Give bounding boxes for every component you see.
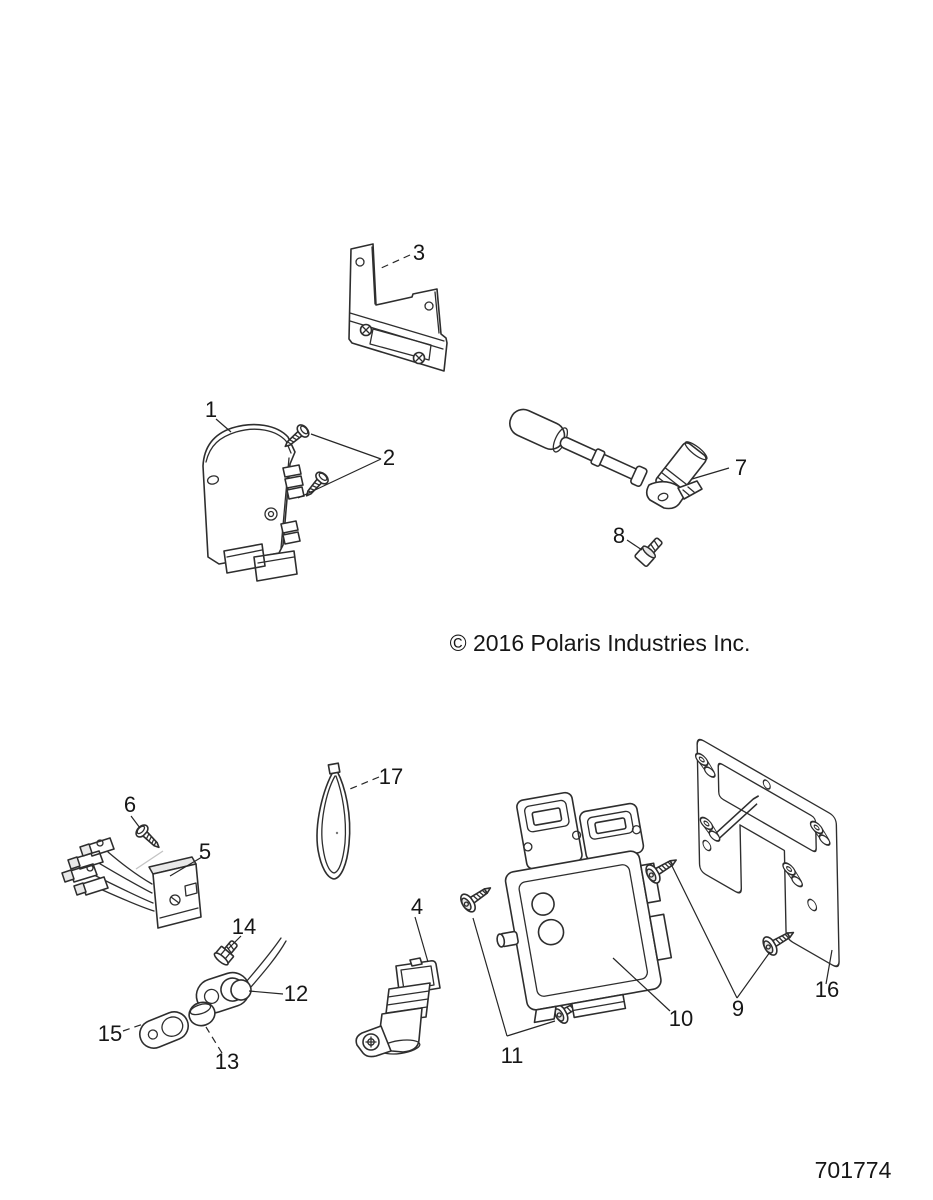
callout-11-label: 11: [501, 1043, 524, 1068]
part-10-ecm-drawing: [496, 791, 673, 1024]
part-17-cable-tie-drawing: [316, 762, 351, 880]
leader-line-2: [297, 433, 382, 499]
callout-5-label: 5: [199, 839, 211, 864]
part-4-sensor-drawing: [355, 957, 441, 1058]
leader-line-5: [169, 856, 203, 877]
leader-line-14: [227, 935, 242, 950]
leader-line-13: [205, 1026, 223, 1054]
part-7-sensor-drawing: [509, 408, 708, 510]
leader-line-10: [612, 957, 671, 1012]
leader-line-4: [414, 916, 429, 963]
screw-part11-a: [457, 878, 497, 916]
part-6-screw-drawing: [133, 821, 165, 854]
callout-16-label: 16: [815, 977, 839, 1002]
callout-15-label: 15: [98, 1021, 122, 1046]
callout-2-label: 2: [383, 445, 395, 470]
part-3-bracket-drawing: [348, 243, 448, 372]
part-14-bolt-drawing: [213, 940, 238, 966]
callout-1-label: 1: [205, 397, 217, 422]
callout-17-label: 17: [379, 764, 403, 789]
leader-line-7: [691, 467, 730, 480]
callout-13-label: 13: [215, 1049, 239, 1074]
leader-line-12: [248, 990, 284, 995]
leader-line-9: [671, 865, 771, 999]
callout-4-label: 4: [411, 894, 423, 919]
callout-14-label: 14: [232, 914, 256, 939]
callout-9-label: 9: [732, 996, 744, 1021]
part-12-sensor-drawing: [195, 937, 287, 1014]
callout-7-label: 7: [735, 455, 747, 480]
part-13-grommet-drawing: [188, 1001, 216, 1027]
leader-line-1: [215, 418, 232, 433]
leader-line-8: [626, 539, 643, 551]
drawing-number: 701774: [815, 1157, 892, 1183]
part-1-module-drawing: [202, 423, 305, 582]
leader-line-16: [825, 949, 833, 985]
part-16-mount-plate-drawing: [694, 738, 840, 968]
part-8-bolt-drawing: [634, 537, 663, 567]
leader-line-3: [378, 254, 411, 270]
leader-line-17: [349, 776, 380, 790]
leader-line-15: [122, 1022, 147, 1032]
callout-6-label: 6: [124, 792, 136, 817]
part-5-harness-drawing: [61, 837, 202, 929]
leader-line-11: [472, 917, 556, 1037]
callout-3-label: 3: [413, 240, 425, 265]
copyright-text: © 2016 Polaris Industries Inc.: [450, 630, 751, 656]
leader-line-6: [130, 815, 141, 829]
callout-8-label: 8: [613, 523, 625, 548]
callout-10-label: 10: [669, 1006, 693, 1031]
part-15-plate-drawing: [139, 1011, 189, 1049]
callout-12-label: 12: [284, 981, 308, 1006]
